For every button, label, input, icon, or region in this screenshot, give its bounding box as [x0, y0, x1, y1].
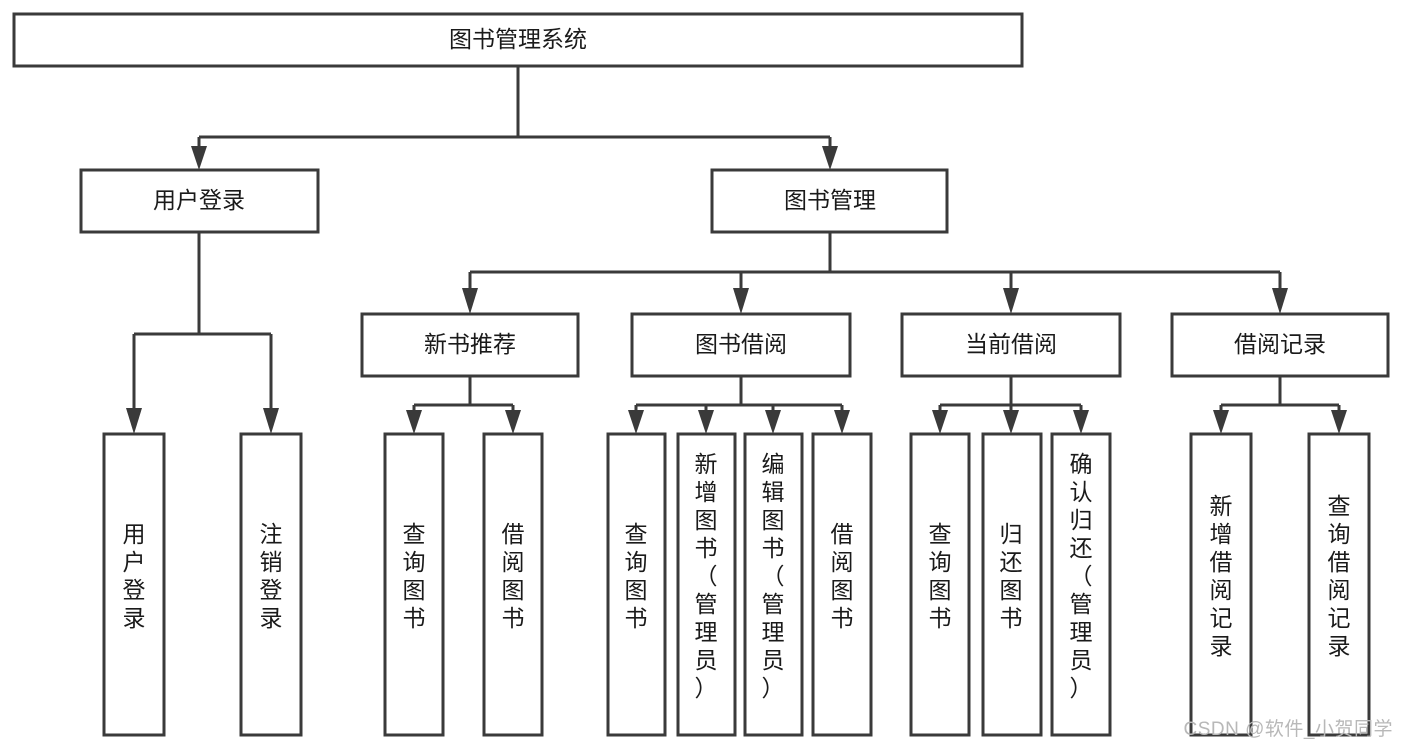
- arrow-head-leaf-add-record: [1213, 410, 1229, 434]
- node-leaf-query-record-box[interactable]: [1307, 432, 1371, 737]
- arrow-head-leaf-return-book: [1003, 410, 1019, 434]
- node-current-borrow[interactable]: 当前借阅: [900, 312, 1122, 378]
- arrow-head-leaf-edit-book: [765, 410, 781, 434]
- node-leaf-query-book-3[interactable]: 查询图书: [909, 432, 971, 737]
- node-leaf-query-record[interactable]: 查询借阅记录: [1307, 432, 1371, 737]
- node-current-borrow-box[interactable]: [900, 312, 1122, 378]
- node-root-box[interactable]: [12, 12, 1024, 68]
- node-leaf-logout[interactable]: 注销登录: [239, 432, 303, 737]
- node-leaf-add-record-label: 新增借阅记录: [1210, 493, 1233, 659]
- node-leaf-add-record[interactable]: 新增借阅记录: [1189, 432, 1253, 737]
- node-leaf-query-book-1[interactable]: 查询图书: [383, 432, 445, 737]
- arrow-head-leaf-user-login: [126, 408, 142, 434]
- node-book-manage-label: 图书管理: [784, 187, 876, 213]
- node-new-book-rec[interactable]: 新书推荐: [360, 312, 580, 378]
- node-leaf-user-login-box[interactable]: [102, 432, 166, 737]
- node-leaf-add-book[interactable]: 新增图书（管理员）: [676, 432, 737, 737]
- node-leaf-query-book-2-box[interactable]: [606, 432, 667, 737]
- node-leaf-confirm-return[interactable]: 确认归还（管理员）: [1050, 432, 1112, 737]
- arrow-head-user-login: [191, 146, 207, 170]
- node-current-borrow-label: 当前借阅: [965, 331, 1057, 357]
- connector-layer: [126, 66, 1347, 434]
- node-new-book-rec-label: 新书推荐: [424, 331, 516, 357]
- node-user-login-label: 用户登录: [153, 187, 245, 213]
- node-leaf-borrow-book-2[interactable]: 借阅图书: [811, 432, 873, 737]
- node-user-login-box[interactable]: [79, 168, 320, 234]
- node-leaf-add-book-label: 新增图书（管理员）: [695, 451, 718, 701]
- arrow-head-leaf-query-book-3: [932, 410, 948, 434]
- node-leaf-query-book-2-label: 查询图书: [625, 521, 648, 631]
- node-root[interactable]: 图书管理系统: [12, 12, 1024, 68]
- node-leaf-query-book-1-label: 查询图书: [403, 521, 426, 631]
- node-leaf-borrow-book-1-box[interactable]: [482, 432, 544, 737]
- node-leaf-borrow-book-1-label: 借阅图书: [502, 521, 525, 631]
- arrow-head-leaf-add-book: [698, 410, 714, 434]
- node-leaf-borrow-book-2-box[interactable]: [811, 432, 873, 737]
- node-root-label: 图书管理系统: [449, 26, 587, 52]
- node-book-borrow-box[interactable]: [630, 312, 852, 378]
- arrow-head-leaf-borrow-book-2: [834, 410, 850, 434]
- node-book-manage[interactable]: 图书管理: [710, 168, 949, 234]
- arrow-head-leaf-query-record: [1331, 410, 1347, 434]
- arrow-head-bookborrow: [733, 288, 749, 314]
- node-leaf-query-book-3-box[interactable]: [909, 432, 971, 737]
- node-leaf-confirm-return-box[interactable]: [1050, 432, 1112, 737]
- node-borrow-record[interactable]: 借阅记录: [1170, 312, 1390, 378]
- node-book-manage-box[interactable]: [710, 168, 949, 234]
- node-leaf-borrow-book-1[interactable]: 借阅图书: [482, 432, 544, 737]
- node-leaf-add-book-box[interactable]: [676, 432, 737, 737]
- node-book-borrow[interactable]: 图书借阅: [630, 312, 852, 378]
- node-leaf-return-book-label: 归还图书: [1000, 521, 1023, 631]
- node-leaf-borrow-book-2-label: 借阅图书: [831, 521, 854, 631]
- node-leaf-edit-book-label: 编辑图书（管理员）: [762, 451, 785, 701]
- node-leaf-query-book-2[interactable]: 查询图书: [606, 432, 667, 737]
- node-leaf-query-record-label: 查询借阅记录: [1328, 493, 1351, 659]
- node-leaf-return-book[interactable]: 归还图书: [981, 432, 1043, 737]
- arrow-head-leaf-query-book-2: [628, 410, 644, 434]
- arrow-head-book-manage: [822, 146, 838, 170]
- node-leaf-edit-book[interactable]: 编辑图书（管理员）: [743, 432, 804, 737]
- node-leaf-user-login[interactable]: 用户登录: [102, 432, 166, 737]
- node-leaf-user-login-label: 用户登录: [123, 521, 146, 631]
- arrow-head-borrowrecord: [1272, 288, 1288, 314]
- node-leaf-confirm-return-label: 确认归还（管理员）: [1070, 451, 1093, 701]
- arrow-head-currentborrow: [1003, 288, 1019, 314]
- node-leaf-add-record-box[interactable]: [1189, 432, 1253, 737]
- arrow-head-leaf-logout: [263, 408, 279, 434]
- arrow-head-newbook: [462, 288, 478, 314]
- node-user-login[interactable]: 用户登录: [79, 168, 320, 234]
- node-leaf-query-book-1-box[interactable]: [383, 432, 445, 737]
- arrow-head-leaf-confirm-return: [1073, 410, 1089, 434]
- node-leaf-edit-book-box[interactable]: [743, 432, 804, 737]
- arrow-head-leaf-query-book-1: [406, 410, 422, 434]
- node-leaf-return-book-box[interactable]: [981, 432, 1043, 737]
- node-leaf-query-book-3-label: 查询图书: [929, 521, 952, 631]
- node-borrow-record-box[interactable]: [1170, 312, 1390, 378]
- node-book-borrow-label: 图书借阅: [695, 331, 787, 357]
- node-new-book-rec-box[interactable]: [360, 312, 580, 378]
- arrow-head-leaf-borrow-book-1: [505, 410, 521, 434]
- node-leaf-logout-label: 注销登录: [260, 521, 283, 631]
- node-borrow-record-label: 借阅记录: [1234, 331, 1326, 357]
- node-leaf-logout-box[interactable]: [239, 432, 303, 737]
